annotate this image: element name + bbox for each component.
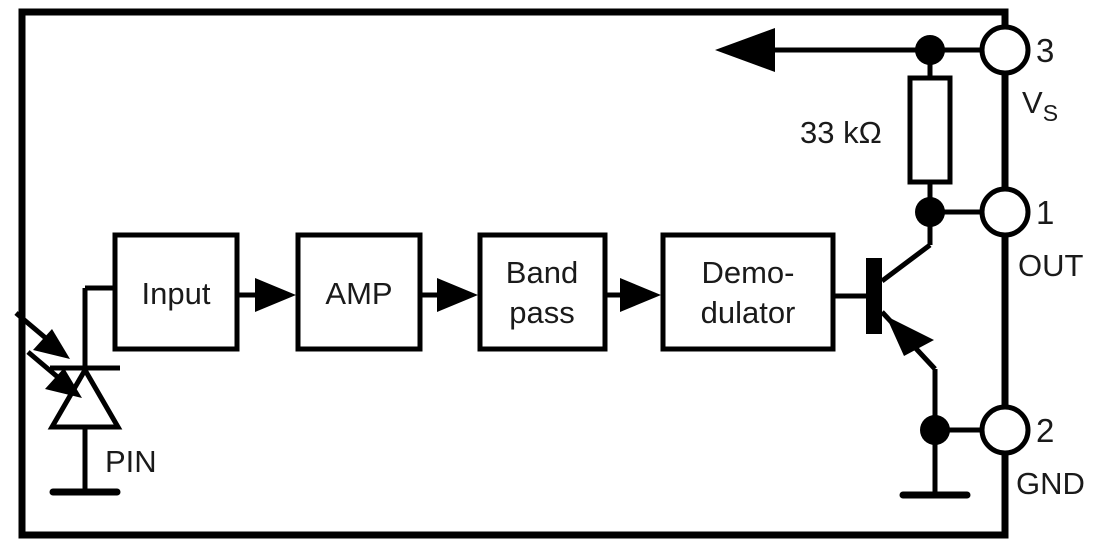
block-input-label: Input (142, 276, 211, 311)
transistor-collector-lead (880, 243, 932, 283)
terminal-3-name-label: VS (1022, 85, 1058, 126)
terminal-2-pad[interactable] (979, 404, 1031, 456)
block-amp[interactable] (295, 232, 423, 352)
block-amp-label: AMP (325, 276, 392, 311)
terminal-3-pad[interactable] (979, 24, 1031, 76)
transistor-base-bar (866, 258, 882, 334)
terminal-1-pad[interactable] (979, 186, 1031, 238)
terminal-2-number-label: 2 (1036, 412, 1054, 449)
signal-arrow-band-demo-icon (620, 278, 661, 312)
block-bandpass-label-line2: pass (509, 295, 574, 330)
terminal-3-number-label: 3 (1036, 32, 1054, 69)
block-demodulator-label-line1: Demo- (701, 255, 794, 290)
light-ray-1-arrow-icon (33, 329, 70, 359)
block-input[interactable] (112, 232, 240, 352)
light-ray-1-shaft (14, 311, 50, 342)
light-ray-2-shaft (26, 350, 62, 381)
pin-photodiode-label: PIN (105, 444, 157, 479)
resistor-body (907, 75, 953, 185)
block-bandpass-label-line1: Band (506, 255, 578, 290)
block-bandpass[interactable] (477, 232, 608, 352)
block-demodulator[interactable] (660, 232, 836, 352)
transistor-emitter-arrow-icon (886, 316, 934, 356)
block-demodulator-label-line2: dulator (701, 295, 796, 330)
terminal-1-name-label: OUT (1018, 248, 1084, 283)
signal-arrow-input-amp-icon (255, 278, 296, 312)
signal-arrow-amp-band-icon (437, 278, 478, 312)
light-ray-2-arrow-icon (45, 368, 82, 398)
terminal-1-number-label: 1 (1036, 194, 1054, 231)
resistor-value-label: 33 kΩ (800, 115, 882, 150)
supply-arrow-icon (715, 28, 775, 72)
terminal-2-name-label: GND (1016, 466, 1085, 501)
